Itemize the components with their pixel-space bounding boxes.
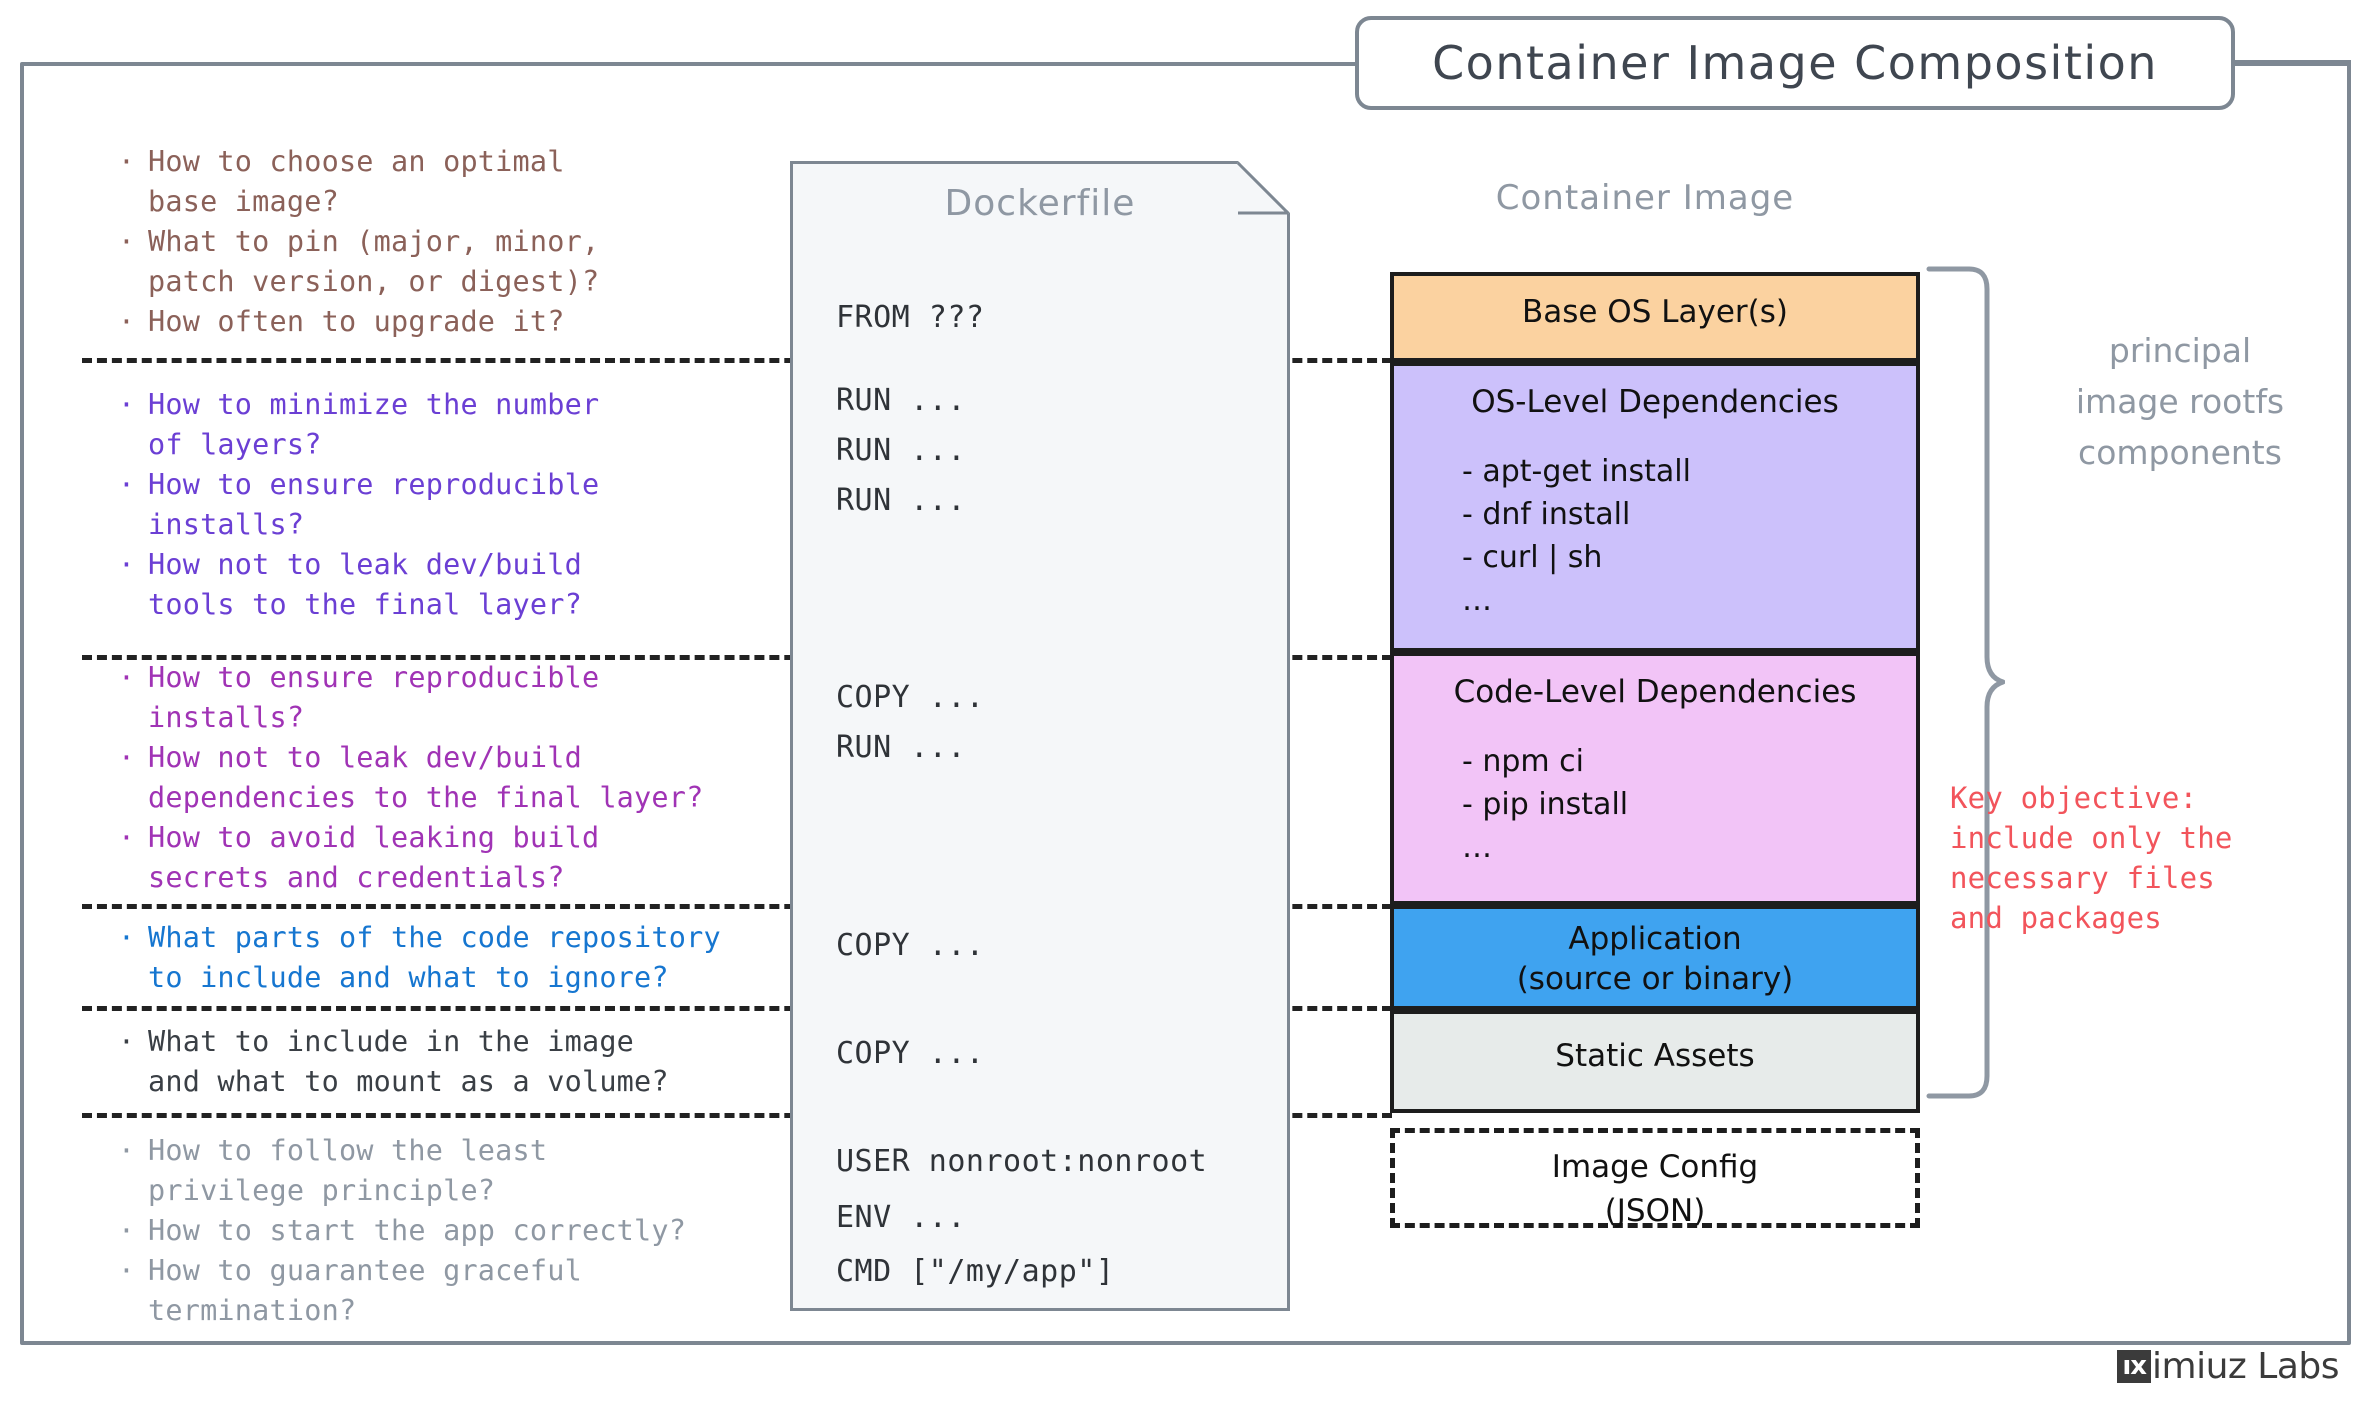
question-item: · How not to leak dev/build dependencies… — [118, 738, 703, 818]
bullet-icon: · — [118, 921, 136, 954]
question-text: How not to leak dev/build tools to the f… — [148, 548, 582, 621]
bullet-icon: · — [118, 468, 136, 501]
page-title-box: Container Image Composition — [1355, 16, 2235, 110]
question-text: How not to leak dev/build dependencies t… — [148, 741, 704, 814]
page-title: Container Image Composition — [1432, 36, 2158, 90]
question-text: What parts of the code repository to inc… — [148, 921, 721, 994]
question-text: How often to upgrade it? — [148, 305, 565, 338]
title-connector-line — [2235, 60, 2351, 64]
layer-static-assets: Static Assets — [1390, 1010, 1920, 1113]
question-item: · How to follow the least privilege prin… — [118, 1131, 686, 1211]
question-text: How to minimize the number of layers? — [148, 388, 600, 461]
outer-frame — [20, 62, 2351, 1345]
layer-details: - npm ci - pip install … — [1462, 744, 1629, 865]
question-item: · What to include in the image and what … — [118, 1022, 669, 1102]
layer-os-level-dependencies: OS-Level Dependencies - apt-get install … — [1390, 362, 1920, 652]
bullet-icon: · — [118, 741, 136, 774]
question-item: · How to choose an optimal base image? — [118, 142, 599, 222]
question-item: · How to minimize the number of layers? — [118, 385, 599, 465]
layer-title: Application (source or binary) — [1516, 921, 1794, 997]
container-image-title: Container Image — [1495, 178, 1795, 218]
question-item: · How to guarantee graceful termination? — [118, 1251, 686, 1331]
question-text: What to pin (major, minor, patch version… — [148, 225, 600, 298]
bullet-icon: · — [118, 548, 136, 581]
question-group-base-image: · How to choose an optimal base image? ·… — [118, 142, 599, 342]
layer-details: - apt-get install - dnf install - curl |… — [1462, 454, 1691, 618]
layer-base-os: Base OS Layer(s) — [1390, 272, 1920, 362]
layer-title: OS-Level Dependencies — [1471, 384, 1839, 420]
dockerfile-line: FROM ??? — [836, 300, 985, 335]
question-item: · What to pin (major, minor, patch versi… — [118, 222, 599, 302]
question-group-image-config: · How to follow the least privilege prin… — [118, 1131, 686, 1331]
separator-os-deps — [82, 655, 1392, 660]
dockerfile-line: COPY ... — [836, 928, 985, 963]
dockerfile-line: RUN ... — [836, 433, 966, 468]
rootfs-brace-icon — [1926, 266, 2005, 1099]
layer-title: Static Assets — [1555, 1038, 1755, 1074]
dockerfile-line: RUN ... — [836, 483, 966, 518]
bullet-icon: · — [118, 1134, 136, 1167]
question-text: How to ensure reproducible installs? — [148, 468, 600, 541]
separator-application — [82, 1006, 1392, 1011]
question-text: What to include in the image and what to… — [148, 1025, 669, 1098]
layer-title: Base OS Layer(s) — [1521, 294, 1789, 330]
question-item: · How to ensure reproducible installs? — [118, 465, 599, 545]
dockerfile-line: ENV ... — [836, 1200, 966, 1235]
brand-logo: ıx imiuz Labs — [2117, 1346, 2339, 1387]
dockerfile-line: USER nonroot:nonroot — [836, 1144, 1208, 1179]
question-text: How to guarantee graceful termination? — [148, 1254, 582, 1327]
question-item: · How to ensure reproducible installs? — [118, 658, 703, 738]
layer-title: Code-Level Dependencies — [1453, 674, 1857, 710]
question-group-os-level-deps: · How to minimize the number of layers? … — [118, 385, 599, 625]
rootfs-brace-label: principal image rootfs components — [2075, 331, 2285, 472]
dockerfile-line: CMD ["/my/app"] — [836, 1254, 1115, 1289]
layer-application: Application (source or binary) — [1390, 905, 1920, 1010]
bullet-icon: · — [118, 145, 136, 178]
question-text: How to follow the least privilege princi… — [148, 1134, 548, 1207]
question-item: · How often to upgrade it? — [118, 302, 599, 342]
separator-static — [82, 1113, 1392, 1118]
question-text: How to start the app correctly? — [148, 1214, 687, 1247]
bullet-icon: · — [118, 1025, 136, 1058]
bullet-icon: · — [118, 388, 136, 421]
separator-code-deps — [82, 904, 1392, 909]
bullet-icon: · — [118, 1254, 136, 1287]
dockerfile-panel: Dockerfile FROM ??? RUN ... RUN ... RUN … — [790, 161, 1290, 1311]
logo-text: imiuz Labs — [2152, 1346, 2339, 1387]
question-text: How to choose an optimal base image? — [148, 145, 565, 218]
key-objective-note: Key objective: include only the necessar… — [1950, 781, 2233, 935]
question-group-application: · What parts of the code repository to i… — [118, 918, 721, 998]
bullet-icon: · — [118, 661, 136, 694]
question-item: · How to avoid leaking build secrets and… — [118, 818, 703, 898]
dockerfile-line: RUN ... — [836, 730, 966, 765]
question-text: How to avoid leaking build secrets and c… — [148, 821, 600, 894]
dockerfile-body — [790, 161, 1290, 1311]
question-group-static-assets: · What to include in the image and what … — [118, 1022, 669, 1102]
question-item: · How to start the app correctly? — [118, 1211, 686, 1251]
dockerfile-line: COPY ... — [836, 1036, 985, 1071]
bullet-icon: · — [118, 225, 136, 258]
dockerfile-title: Dockerfile — [944, 183, 1136, 224]
question-text: How to ensure reproducible installs? — [148, 661, 600, 734]
question-item: · What parts of the code repository to i… — [118, 918, 721, 998]
bullet-icon: · — [118, 821, 136, 854]
dockerfile-line: RUN ... — [836, 383, 966, 418]
page-fold-icon — [1236, 161, 1290, 215]
layer-code-level-dependencies: Code-Level Dependencies - npm ci - pip i… — [1390, 652, 1920, 905]
question-group-code-level-deps: · How to ensure reproducible installs? ·… — [118, 658, 703, 898]
question-item: · How not to leak dev/build tools to the… — [118, 545, 599, 625]
bullet-icon: · — [118, 1214, 136, 1247]
bullet-icon: · — [118, 305, 136, 338]
layer-image-config: Image Config (JSON) — [1390, 1128, 1920, 1229]
separator-base-os — [82, 358, 1392, 363]
dockerfile-line: COPY ... — [836, 680, 985, 715]
logo-mark-icon: ıx — [2117, 1350, 2152, 1383]
